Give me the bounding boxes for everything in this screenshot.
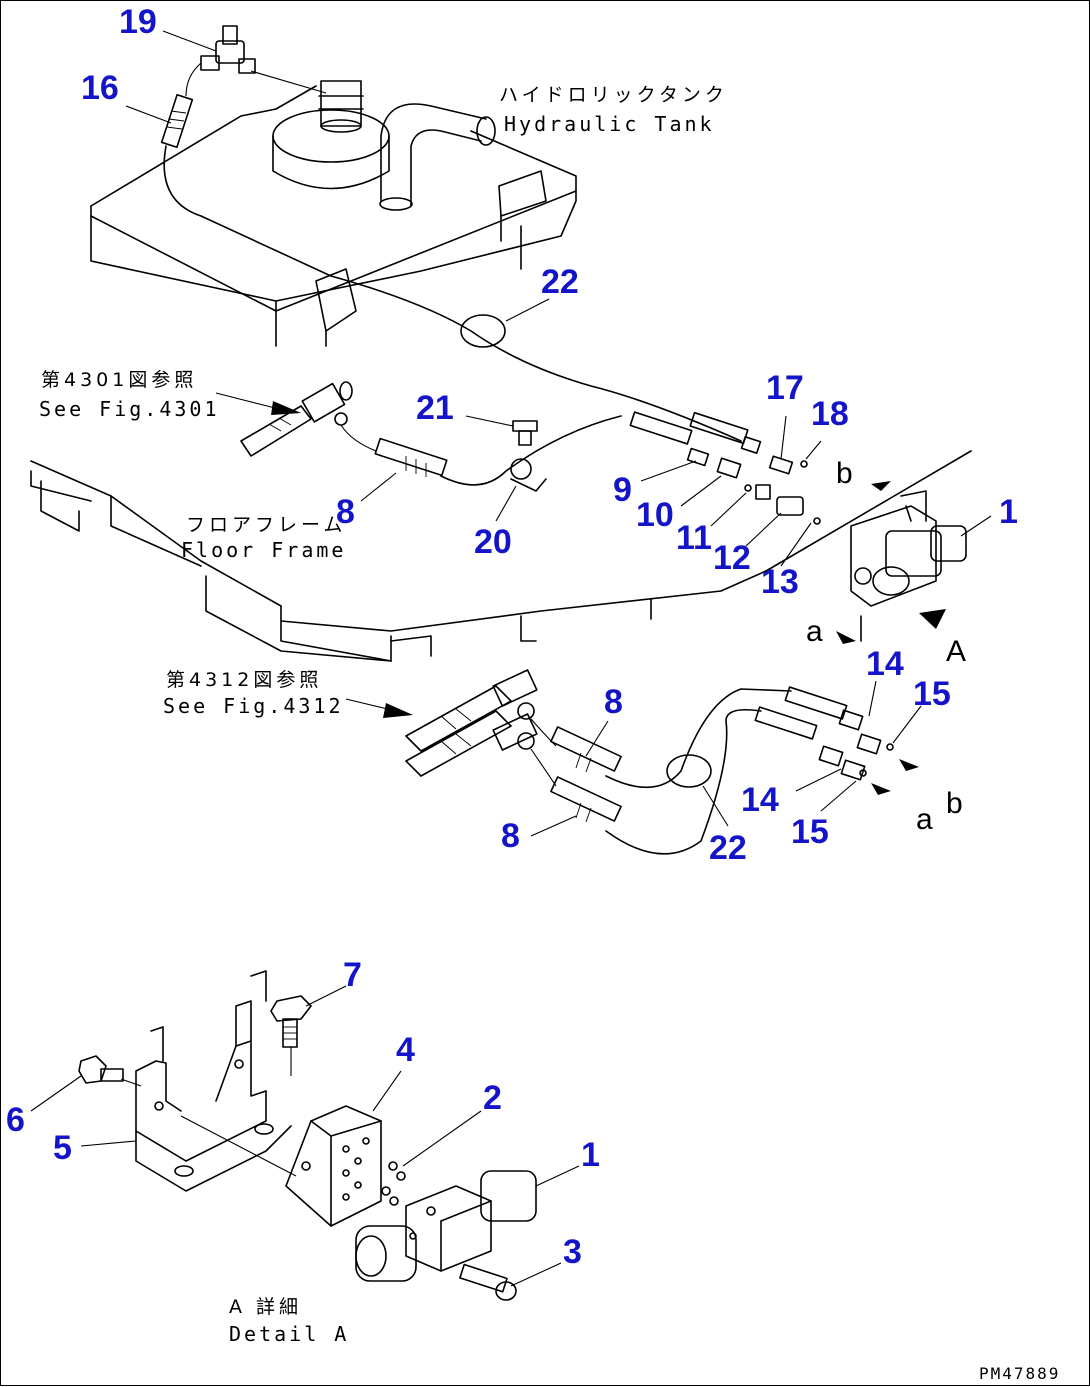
manifold-block-4	[180, 1105, 382, 1227]
part-number-15-lower: 15	[791, 813, 829, 851]
solenoid-valve-1-installed	[836, 481, 967, 644]
hose-ref-4312	[405, 669, 557, 787]
part-number-8-lower: 8	[501, 817, 520, 855]
part-number-22-lower: 22	[709, 829, 747, 867]
bolt-6	[78, 1055, 142, 1087]
text-labels: ハイドロリックタンク Hydraulic Tank 第4301図参照 See F…	[39, 84, 1060, 1383]
part-number-8-upper: 8	[336, 493, 355, 531]
part-number-4: 4	[396, 1031, 415, 1069]
part-number-21: 21	[416, 389, 454, 427]
part-number-16: 16	[81, 69, 119, 107]
part-number-6: 6	[6, 1101, 25, 1139]
detail-a-label-en: Detail A	[229, 1322, 349, 1346]
letter-b-1: b	[836, 457, 853, 490]
part-number-15-upper: 15	[913, 675, 951, 713]
letter-b-2: b	[946, 787, 963, 820]
floor-frame	[30, 450, 972, 662]
drawing-code: PM47889	[979, 1364, 1060, 1383]
letter-A: A	[946, 635, 966, 668]
part-number-19: 19	[119, 3, 157, 41]
clamp-22-upper	[460, 314, 506, 348]
part-number-10: 10	[636, 496, 674, 534]
bracket-5	[135, 970, 292, 1192]
part-number-13: 13	[761, 563, 799, 601]
tank-label-jp: ハイドロリックタンク	[499, 84, 728, 106]
part-numbers: 19 16 22 21 17 18 9 10 11 12 13 1 8 20 1…	[6, 3, 1018, 1271]
letter-a-1: a	[806, 615, 823, 648]
part-number-1-detail: 1	[581, 1136, 600, 1174]
ref-4312-label-jp: 第4312図参照	[166, 669, 322, 691]
leader-lines	[30, 30, 992, 1287]
floor-frame-label-en: Floor Frame	[181, 538, 346, 562]
solenoid-valve-1-detail	[355, 1170, 537, 1282]
part-number-5: 5	[53, 1129, 72, 1167]
ref-4301-label-jp: 第4301図参照	[41, 369, 197, 391]
bolt-7	[270, 995, 312, 1076]
tank-label-en: Hydraulic Tank	[504, 112, 715, 136]
part-number-8-middle: 8	[604, 683, 623, 721]
part-number-2: 2	[483, 1079, 502, 1117]
hydraulic-tank	[90, 80, 577, 347]
hose-8-lower	[550, 686, 919, 855]
part-number-1-installed: 1	[999, 493, 1018, 531]
ref-4301-label-en: See Fig.4301	[39, 397, 220, 421]
detail-a-label-jp: A 詳細	[229, 1296, 302, 1318]
part-number-14-lower: 14	[741, 781, 779, 819]
part-number-14-upper: 14	[866, 645, 904, 683]
part-number-18: 18	[811, 395, 849, 433]
part-number-12: 12	[713, 539, 751, 577]
bolt-3	[459, 1263, 517, 1301]
part-number-7: 7	[343, 956, 362, 994]
tee-fitting-19	[200, 25, 327, 94]
letter-a-2: a	[916, 803, 933, 836]
part-number-3: 3	[563, 1233, 582, 1271]
o-rings-2	[381, 1161, 406, 1206]
hose-ref-4301	[240, 381, 377, 457]
part-number-17: 17	[766, 369, 804, 407]
part-number-11: 11	[676, 519, 712, 557]
fittings-upper	[629, 411, 821, 525]
part-number-9: 9	[613, 471, 632, 509]
ref-4312-label-en: See Fig.4312	[163, 694, 344, 718]
part-number-22: 22	[541, 263, 579, 301]
hose-8-upper	[374, 415, 622, 492]
hose-16	[160, 62, 742, 442]
part-number-20: 20	[474, 523, 512, 561]
floor-frame-label-jp: フロアフレーム	[186, 514, 346, 536]
